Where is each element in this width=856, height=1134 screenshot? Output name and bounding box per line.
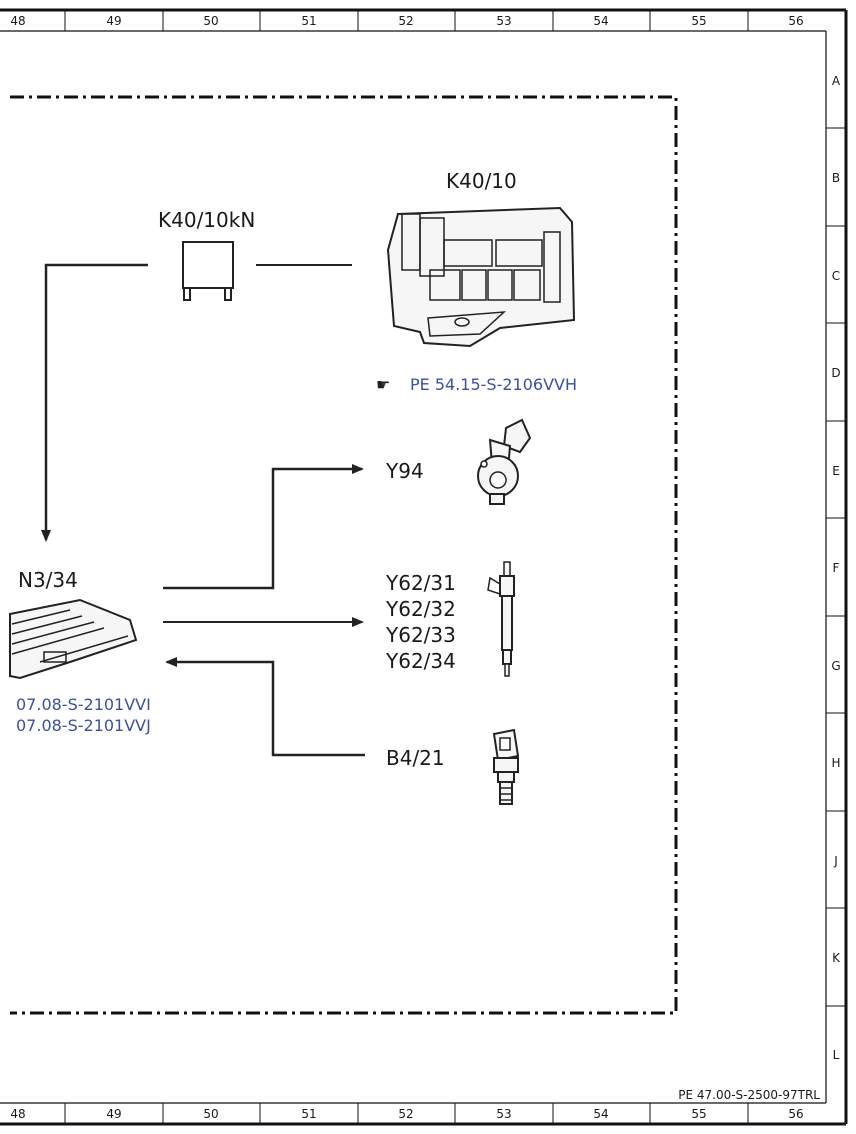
column-number: 52 xyxy=(398,1107,413,1121)
engine-control-unit-icon xyxy=(9,598,138,680)
column-number: 56 xyxy=(788,1107,803,1121)
row-letter: H xyxy=(831,756,840,770)
frame xyxy=(0,8,848,1126)
relay-label: K40/10kN xyxy=(158,208,255,232)
column-number: 53 xyxy=(496,14,511,28)
pointing-hand-icon: ☛ xyxy=(376,375,390,394)
column-number: 52 xyxy=(398,14,413,28)
row-letter: D xyxy=(831,366,840,380)
fuel-injector-icon xyxy=(487,561,515,677)
column-number: 50 xyxy=(203,1107,218,1121)
injector-label: Y62/32 xyxy=(385,597,456,621)
column-ruler-top: 48 49 50 51 52 53 54 55 56 xyxy=(10,10,804,31)
quantity-control-valve-icon xyxy=(477,418,532,505)
row-letter: C xyxy=(832,269,840,283)
column-number: 48 xyxy=(10,14,25,28)
relay-icon xyxy=(182,241,234,301)
column-number: 50 xyxy=(203,14,218,28)
document-id: PE 47.00-S-2500-97TRL xyxy=(678,1088,820,1102)
column-number: 54 xyxy=(593,1107,608,1121)
column-number: 55 xyxy=(691,1107,706,1121)
ecu-label: N3/34 xyxy=(18,568,78,592)
row-letter: G xyxy=(831,659,840,673)
column-number: 49 xyxy=(106,14,121,28)
ecu-reference-link-1[interactable]: 07.08-S-2101VVI xyxy=(16,695,151,714)
row-ruler: A B C D E F G H J K L xyxy=(826,74,846,1062)
injector-label: Y62/33 xyxy=(385,623,456,647)
column-number: 56 xyxy=(788,14,803,28)
column-number: 53 xyxy=(496,1107,511,1121)
column-number: 51 xyxy=(301,1107,316,1121)
row-letter: K xyxy=(832,951,841,965)
row-letter: J xyxy=(833,854,838,868)
column-number: 51 xyxy=(301,14,316,28)
pressure-sensor-icon xyxy=(492,728,520,805)
column-number: 48 xyxy=(10,1107,25,1121)
row-letter: B xyxy=(832,171,840,185)
enclosure-boundary xyxy=(10,95,678,1015)
fusebox-label: K40/10 xyxy=(446,169,517,193)
wire-to-ecu xyxy=(41,263,148,542)
column-number: 55 xyxy=(691,14,706,28)
injector-label: Y62/31 xyxy=(385,571,456,595)
wire-from-sensor xyxy=(165,657,365,757)
column-number: 49 xyxy=(106,1107,121,1121)
injector-label: Y62/34 xyxy=(385,649,456,673)
row-letter: E xyxy=(832,464,840,478)
row-letter: F xyxy=(833,561,840,575)
column-number: 54 xyxy=(593,14,608,28)
wire-to-valve xyxy=(163,464,364,590)
row-letter: A xyxy=(832,74,841,88)
fusebox-reference-link[interactable]: PE 54.15-S-2106VVH xyxy=(410,375,577,394)
ecu-reference-link-2[interactable]: 07.08-S-2101VVJ xyxy=(16,716,151,735)
row-letter: L xyxy=(833,1048,840,1062)
valve-label: Y94 xyxy=(385,459,424,483)
fuse-relay-box-icon xyxy=(386,206,576,348)
column-ruler-bottom: 48 49 50 51 52 53 54 55 56 xyxy=(10,1103,804,1124)
sensor-label: B4/21 xyxy=(386,746,445,770)
